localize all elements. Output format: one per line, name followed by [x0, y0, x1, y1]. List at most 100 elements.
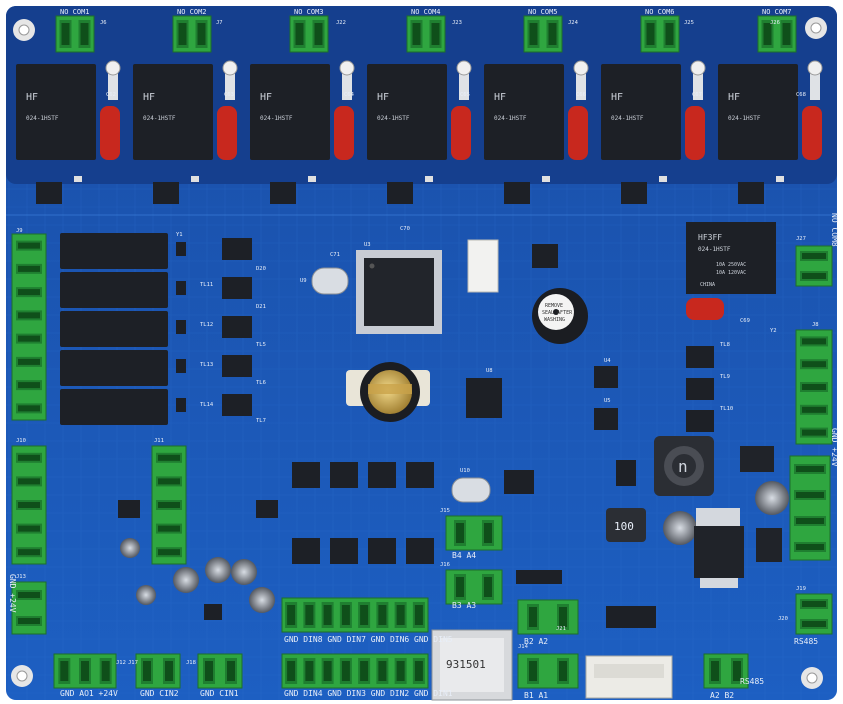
designator: J14: [518, 644, 529, 650]
designator: J21: [556, 626, 566, 632]
relay-terminal-5: [523, 15, 563, 53]
mounting-holes: [11, 17, 827, 689]
crystal-oscillator: [311, 267, 491, 503]
terminal-b4a4: [445, 515, 503, 551]
relay-brand: HF: [377, 92, 389, 103]
white-header: [467, 239, 499, 293]
b3a3-label: B3 A3: [452, 601, 476, 610]
opto-chip: [368, 462, 396, 488]
designator: U9: [300, 278, 307, 284]
opto-chip: [292, 538, 320, 564]
designator: C68: [796, 92, 806, 98]
relay-8-rating-1: 10A 250VAC: [716, 262, 746, 268]
relay-terminal-4: [406, 15, 446, 53]
opto-chip: [222, 316, 252, 338]
designator: J17: [128, 660, 138, 666]
b1a1-label: B1 A1: [524, 691, 548, 700]
terminal-din-bottom: [281, 653, 429, 689]
left-terminal-blocks: [11, 233, 187, 635]
relay-8-terminal-label: NO COM8: [830, 213, 839, 247]
designator: C62: [106, 92, 116, 98]
opto-chip: [222, 355, 252, 377]
relay-brand: HF: [611, 92, 623, 103]
designator: J10: [16, 438, 26, 444]
analog-out-label: GND AO1 +24V: [60, 689, 118, 698]
cin2-label: GND CIN2: [140, 689, 179, 698]
designator: U3: [364, 242, 371, 248]
fpc-connector: [585, 655, 673, 699]
designator: J6: [100, 20, 107, 26]
coin-cell-holder: [346, 362, 430, 422]
opto-chip: [406, 462, 434, 488]
mcu-chip: [356, 250, 442, 334]
relay-terminal-label: NO COM3: [294, 8, 324, 16]
relay-8-rating-2: 10A 120VAC: [716, 270, 746, 276]
a2b2-label: A2 B2: [710, 691, 734, 700]
terminal-j27: [795, 245, 833, 287]
relay-terminal-1: [55, 15, 95, 53]
relay-brand: HF: [260, 92, 272, 103]
relay-brand: HF: [728, 92, 740, 103]
buzzer-label-2: SEAL AFTER: [542, 310, 573, 316]
small-left-label: GND +24V: [8, 574, 17, 613]
b2a2-label: B2 A2: [524, 637, 548, 646]
opto-chip: [368, 538, 396, 564]
cin1-label: GND CIN1: [200, 689, 239, 698]
optocoupler-array: [118, 244, 714, 628]
designator: J18: [186, 660, 196, 666]
smd-inductor: 100: [606, 508, 646, 542]
voltage-regulator: [694, 446, 782, 588]
designator: TL8: [720, 342, 730, 348]
designator: TL14: [200, 402, 214, 408]
silkscreen-labels: GND DIN8 GND DIN7 GND DIN6 GND DIN5 GND …: [8, 213, 839, 700]
designator: J25: [684, 20, 694, 26]
power-inductor: n: [654, 436, 714, 496]
terminal-power: [789, 455, 831, 561]
terminal-cin2: [135, 653, 181, 689]
designator: C66: [576, 92, 586, 98]
designator: D21: [256, 304, 266, 310]
relay-8-part: 024-1HSTF: [698, 246, 731, 253]
relay-part: 024-1HSTF: [611, 115, 644, 122]
designator: C63: [224, 92, 234, 98]
opto-chip: [406, 538, 434, 564]
designator: Y1: [176, 232, 183, 238]
designator: J15: [440, 508, 450, 514]
terminal-j13: [11, 581, 47, 635]
designator: TL10: [720, 406, 733, 412]
designator: C65: [460, 92, 470, 98]
rs485-label-a: RS485: [794, 637, 818, 646]
relay-terminal-label: NO COM6: [645, 8, 675, 16]
designator: J20: [778, 616, 788, 622]
optocoupler-column: [176, 238, 252, 416]
designator: J26: [770, 20, 780, 26]
sd-card-slot: 931501: [431, 629, 513, 701]
bottom-terminal-blocks: [53, 515, 749, 689]
opto-chip: [330, 462, 358, 488]
designator: D20: [256, 266, 266, 272]
relay-part: 024-1HSTF: [26, 115, 59, 122]
terminal-b2a2: [517, 599, 579, 635]
rs485-label-b: RS485: [740, 677, 764, 686]
designator: U10: [460, 468, 470, 474]
power-label: GND +24V: [830, 428, 839, 467]
relay-terminal-6: [640, 15, 680, 53]
terminal-cin1: [197, 653, 243, 689]
designator: J7: [216, 20, 223, 26]
terminal-din-top: [281, 597, 429, 633]
designator: J12: [116, 660, 126, 666]
relay-brand: HF: [26, 92, 38, 103]
buzzer-label-1: REMOVE: [545, 303, 563, 309]
designator: C67: [692, 92, 702, 98]
relay-brand: HF: [143, 92, 155, 103]
designator: U8: [486, 368, 493, 374]
opto-chip: [330, 538, 358, 564]
relay-terminal-2: [172, 15, 212, 53]
relay-terminal-label: NO COM1: [60, 8, 90, 16]
